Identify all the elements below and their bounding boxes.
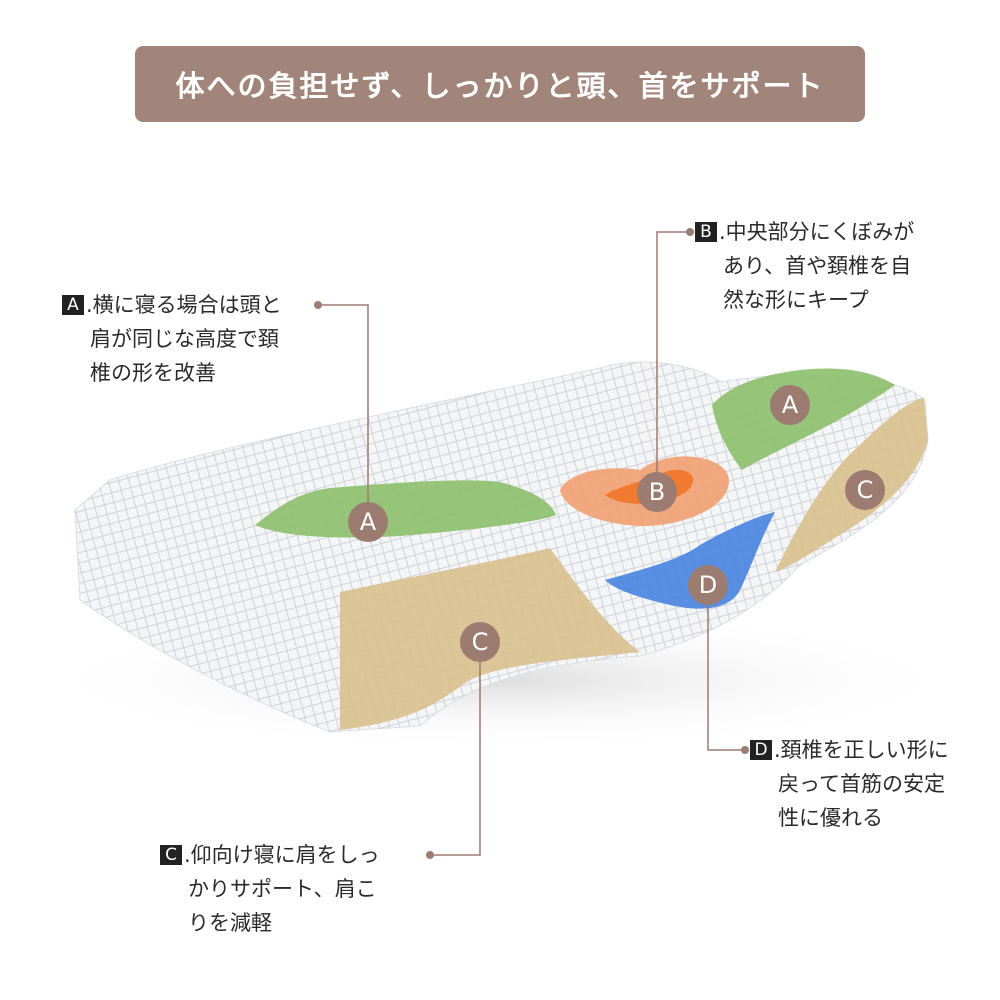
note-a-line: 椎の形を改善 — [90, 361, 216, 385]
note-d-line: .頚椎を正しい形に — [774, 738, 949, 762]
marker-a-left: A — [348, 502, 388, 542]
note-a-line: 肩が同じな高度で頚 — [90, 327, 279, 351]
zone-d — [605, 512, 775, 609]
note-b-line: 然な形にキープ — [723, 288, 869, 312]
marker-c-right: C — [845, 470, 885, 510]
note-c-line: .仰向け寝に肩をしっ — [184, 843, 380, 867]
note-b-line: あり、首や頚椎を自 — [723, 254, 912, 278]
note-a: A.横に寝る場合は頭と 肩が同じな高度で頚 椎の形を改善 — [62, 288, 282, 390]
leader-lines — [318, 231, 745, 856]
note-c-line: かりサポート、肩こ — [188, 877, 377, 901]
zone-a-left — [255, 480, 556, 538]
note-d-line: 性に優れる — [778, 806, 883, 830]
note-c: C.仰向け寝に肩をしっ かりサポート、肩こ りを減軽 — [160, 838, 380, 940]
marker-a-right: A — [770, 385, 810, 425]
tag-a: A — [62, 295, 84, 315]
note-d: D.頚椎を正しい形に 戻って首筋の安定 性に優れる — [750, 733, 949, 835]
marker-d: D — [688, 565, 728, 605]
note-a-line: .横に寝る場合は頭と — [86, 293, 282, 317]
note-c-line: りを減軽 — [188, 911, 272, 935]
note-b-line: .中央部分にくぼみが — [719, 220, 915, 244]
marker-c-left: C — [460, 622, 500, 662]
headline-banner: 体への負担せず、しっかりと頭、首をサポート — [135, 46, 865, 122]
tag-c: C — [160, 845, 182, 865]
tag-d: D — [750, 740, 772, 760]
note-d-line: 戻って首筋の安定 — [778, 772, 945, 796]
marker-b: B — [637, 472, 677, 512]
note-b: B.中央部分にくぼみが あり、首や頚椎を自 然な形にキープ — [695, 215, 914, 317]
tag-b: B — [695, 222, 717, 242]
